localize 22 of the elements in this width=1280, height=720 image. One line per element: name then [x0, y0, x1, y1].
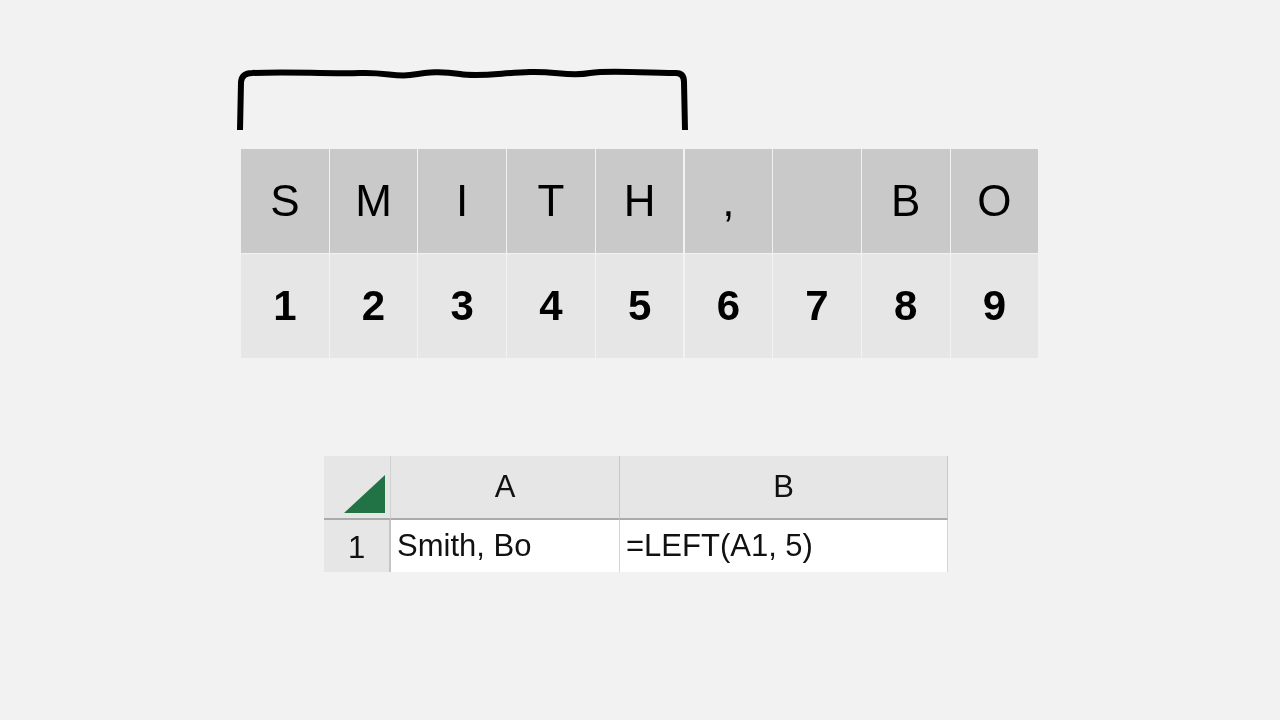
position-cell: 2: [329, 254, 418, 358]
character-cell: H: [595, 149, 684, 253]
character-cell: S: [241, 149, 329, 253]
spreadsheet-cell: =LEFT(A1, 5): [620, 520, 948, 572]
position-cell: 8: [861, 254, 950, 358]
position-cell: 7: [773, 254, 861, 358]
position-cell: 9: [950, 254, 1039, 358]
character-cell: O: [950, 149, 1039, 253]
position-cell: 1: [241, 254, 329, 358]
character-cell: M: [329, 149, 418, 253]
spreadsheet-cell: Smith, Bo: [391, 520, 620, 572]
row-header: 1: [324, 520, 391, 572]
position-cell: 4: [507, 254, 595, 358]
position-cell: 6: [684, 254, 773, 358]
column-header: A: [391, 456, 620, 520]
position-cell: 5: [595, 254, 684, 358]
position-cell: 3: [418, 254, 507, 358]
character-cell: ,: [684, 149, 773, 253]
character-cell: I: [418, 149, 507, 253]
character-cell: B: [861, 149, 950, 253]
column-header: B: [620, 456, 948, 520]
character-cell: T: [507, 149, 595, 253]
